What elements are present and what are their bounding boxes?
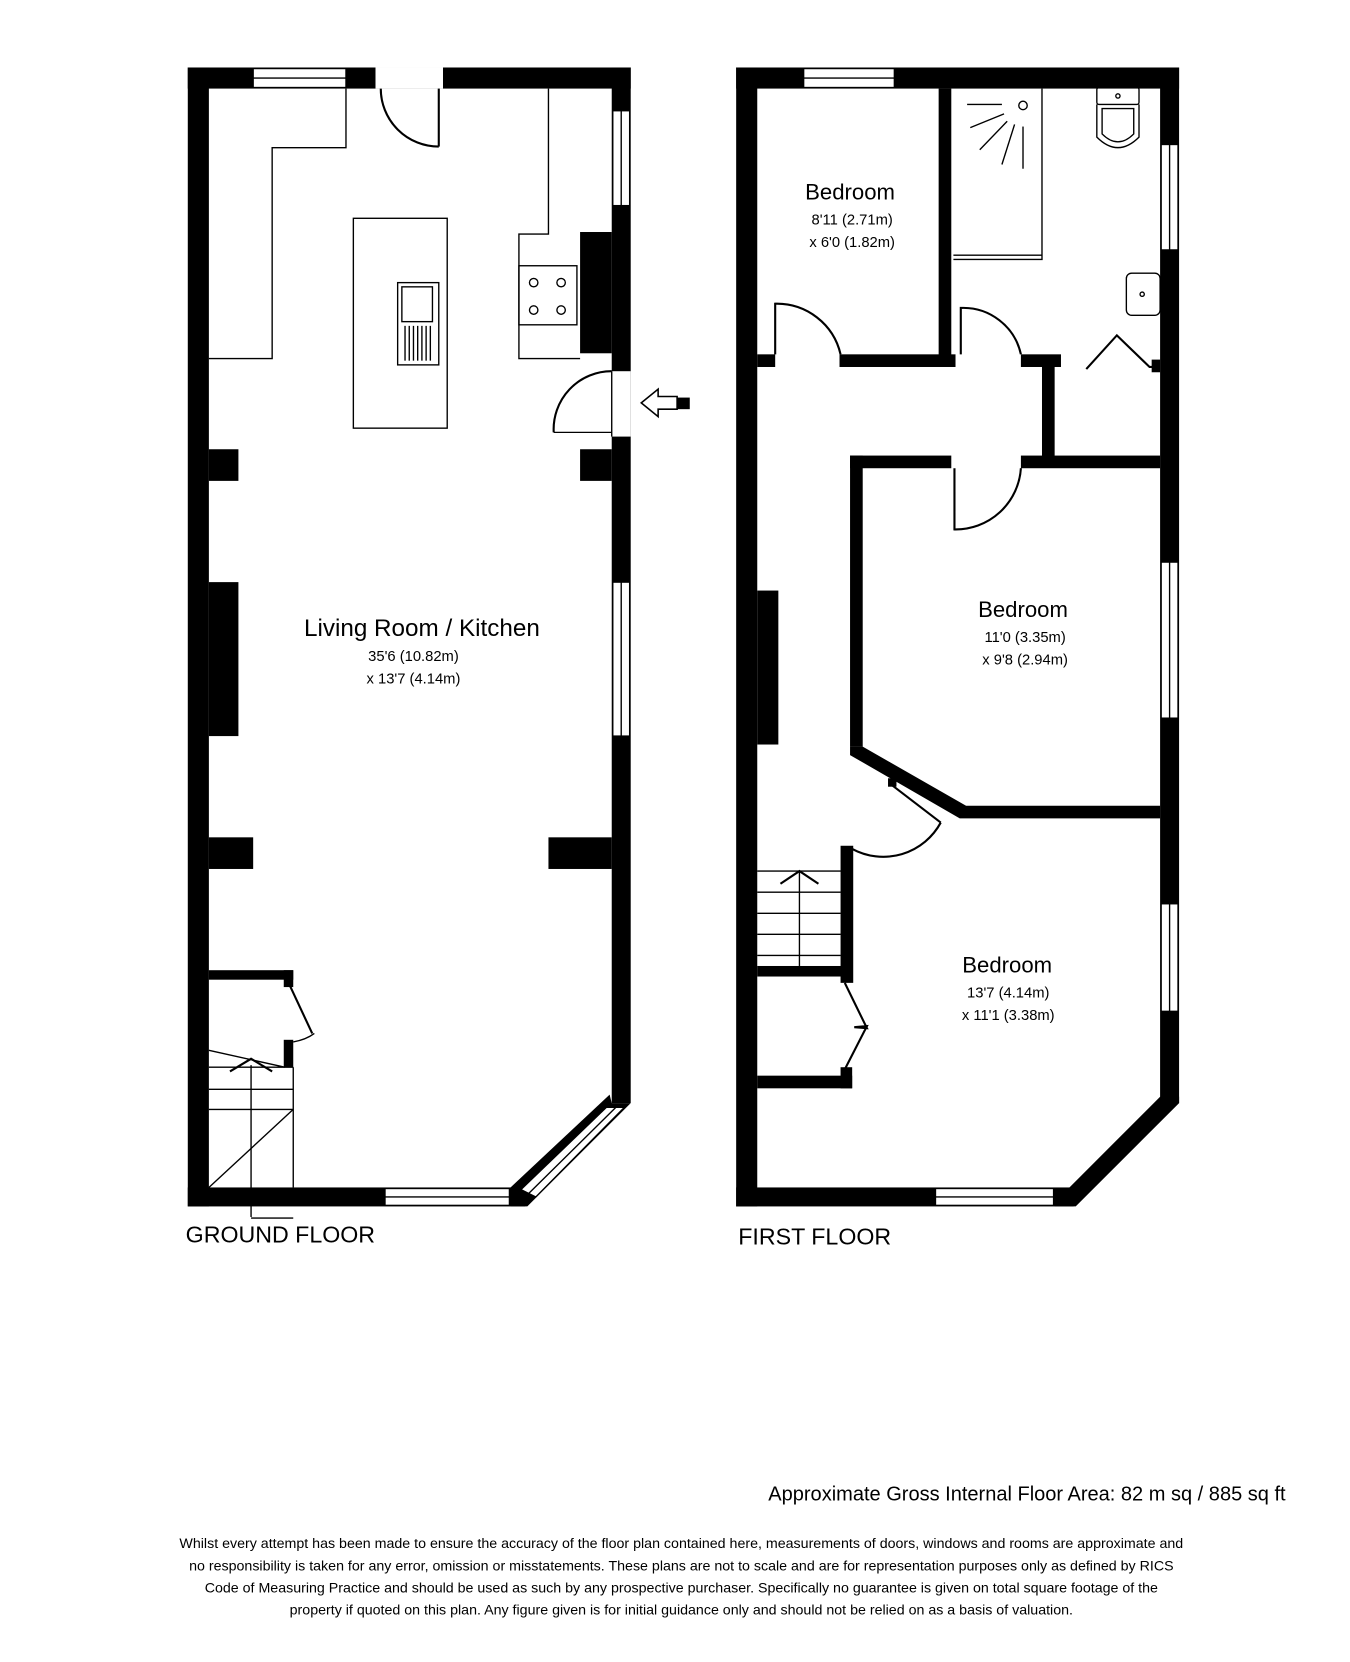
room-dimension: 8'11 (2.71m): [812, 213, 893, 229]
room-dimension: x 9'8 (2.94m): [982, 652, 1068, 668]
toilet-icon: [1096, 86, 1140, 149]
svg-text:no responsibility is taken for: no responsibility is taken for any error…: [189, 1558, 1174, 1574]
svg-text:Code of Measuring Practice and: Code of Measuring Practice and should be…: [205, 1580, 1158, 1596]
floor-area: Approximate Gross Internal Floor Area: 8…: [768, 1484, 1286, 1506]
door-leaf: [890, 783, 942, 824]
room-name: Bedroom: [805, 179, 895, 204]
stairs-arrow-icon: [229, 1057, 273, 1073]
cupboard-door: [289, 985, 314, 1034]
stairs: [757, 870, 841, 966]
front-door-swing: [552, 370, 612, 433]
room-name: Bedroom: [978, 597, 1068, 622]
door-swing: [851, 822, 942, 858]
chimney-breast: [208, 582, 239, 737]
room-dimension: 35'6 (10.82m): [368, 649, 459, 665]
door-swing: [774, 302, 842, 355]
svg-text:Whilst every attempt has been: Whilst every attempt has been made to en…: [179, 1536, 1183, 1552]
stairs-arrow-icon: [779, 869, 820, 885]
shower-tray: [953, 88, 1043, 261]
shower-icon: [967, 100, 1028, 169]
cupboard-bifold-door: [843, 982, 869, 1070]
door-swing: [379, 88, 439, 148]
floor-label: FIRST FLOOR: [738, 1223, 891, 1249]
ground-left-wall: [187, 67, 209, 1207]
room-dimension: 13'7 (4.14m): [967, 986, 1049, 1002]
room-dimension: 11'0 (3.35m): [984, 630, 1065, 646]
chimney-breast: [580, 232, 612, 354]
room-dimension: x 11'1 (3.38m): [962, 1008, 1055, 1024]
bathroom-bifold-door: [1085, 333, 1158, 370]
worktop: [518, 88, 581, 360]
room-dimension: x 13'7 (4.14m): [367, 671, 461, 687]
disclaimer: Whilst every attempt has been made to en…: [179, 1536, 1183, 1618]
worktop: [208, 88, 347, 360]
basin-icon: [1125, 272, 1161, 317]
door-swing: [953, 468, 1022, 531]
room-name: Living Room / Kitchen: [304, 615, 540, 642]
floor-label: GROUND FLOOR: [186, 1221, 375, 1247]
hob-icon: [518, 265, 578, 326]
room-name: Bedroom: [962, 952, 1052, 977]
chimney-breast: [757, 590, 779, 745]
sink-icon: [396, 281, 440, 366]
svg-text:property if quoted on this pla: property if quoted on this plan. Any fig…: [290, 1603, 1073, 1619]
door-swing: [959, 306, 1022, 355]
bay-window: [519, 1106, 627, 1198]
room-dimension: x 6'0 (1.82m): [809, 235, 895, 251]
first-bay-wall: [1054, 1096, 1180, 1207]
entrance-arrow-icon: [639, 387, 690, 419]
first-top-wall: [736, 67, 1180, 89]
first-left-wall: [736, 67, 758, 1207]
kitchen-island: [352, 217, 448, 429]
ground-floor-plan: Living Room / Kitchen 35'6 (10.82m) x 13…: [186, 67, 690, 1247]
first-floor-plan: Bedroom 8'11 (2.71m) x 6'0 (1.82m) Bedro…: [736, 67, 1180, 1249]
